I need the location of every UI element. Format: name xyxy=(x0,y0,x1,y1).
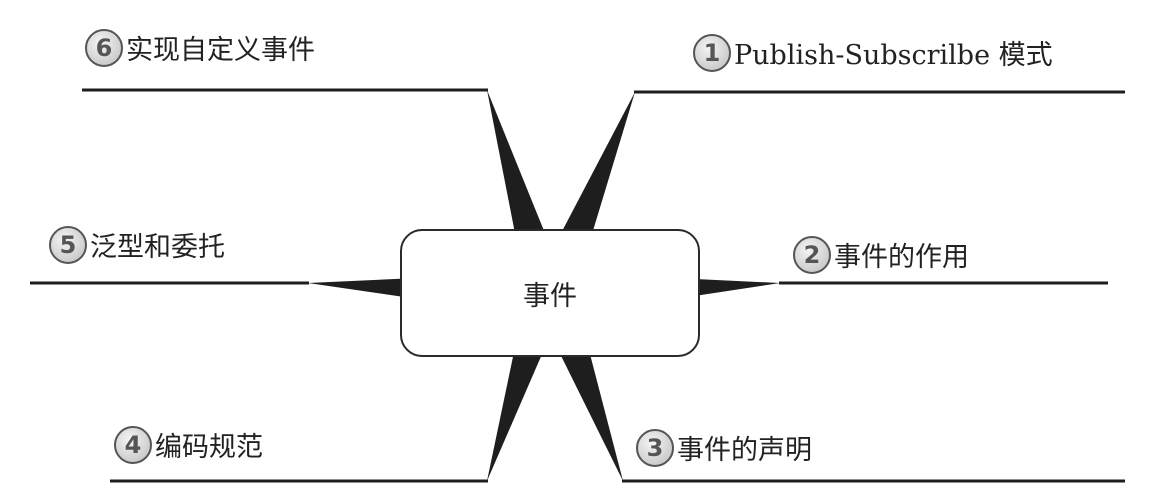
branch-3[interactable]: 3 事件的声明 xyxy=(636,428,812,467)
number-badge: 6 xyxy=(85,28,123,67)
branch-4[interactable]: 4 编码规范 xyxy=(114,425,263,464)
branch-label: 实现自定义事件 xyxy=(126,35,315,66)
branch-label: 事件的声明 xyxy=(677,435,812,466)
branch-5[interactable]: 5 泛型和委托 xyxy=(49,225,225,264)
branch-6[interactable]: 6 实现自定义事件 xyxy=(85,28,315,67)
number-badge: 5 xyxy=(49,225,87,264)
branch-label: 事件的作用 xyxy=(834,242,969,273)
number-badge: 1 xyxy=(693,33,731,72)
central-topic[interactable]: 事件 xyxy=(400,229,700,357)
branch-1[interactable]: 1 Publish-Subscrilbe 模式 xyxy=(693,33,1053,72)
branch-2[interactable]: 2 事件的作用 xyxy=(793,235,969,274)
branch-label: 泛型和委托 xyxy=(90,232,225,263)
number-badge: 3 xyxy=(636,428,674,467)
number-badge: 4 xyxy=(114,425,152,464)
number-badge: 2 xyxy=(793,235,831,274)
branch-label: Publish-Subscrilbe 模式 xyxy=(734,40,1053,71)
branch-label: 编码规范 xyxy=(155,432,263,463)
central-topic-label: 事件 xyxy=(523,280,577,312)
